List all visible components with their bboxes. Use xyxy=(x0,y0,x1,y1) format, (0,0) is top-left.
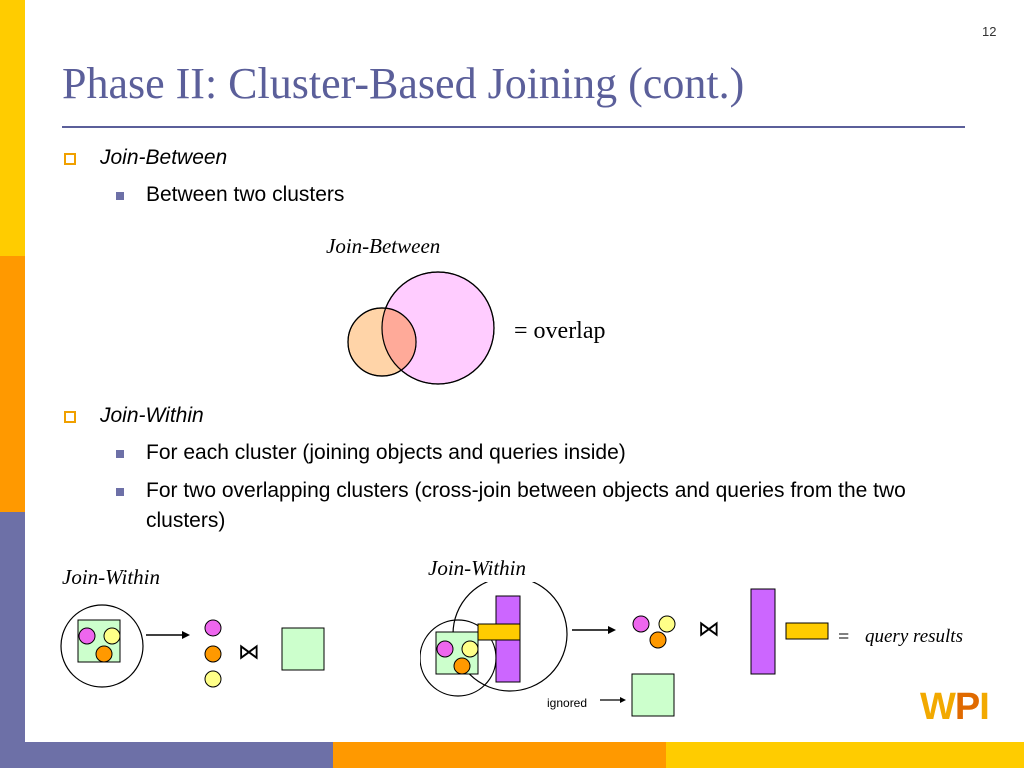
object-pink xyxy=(436,640,454,658)
logo-letter-w: W xyxy=(920,686,956,728)
object-orange xyxy=(453,657,471,675)
logo-letter-p: P xyxy=(954,686,980,728)
bottom-bar-yellow xyxy=(666,742,1024,768)
sub-bullet-marker xyxy=(116,192,124,200)
join-symbol-icon: ⋈ xyxy=(698,617,720,642)
arrow-head xyxy=(182,631,190,639)
vertical-query-bar xyxy=(750,588,776,675)
sub-bullet-two-overlapping: For two overlapping clusters (cross-join… xyxy=(146,479,906,532)
ignored-query-square xyxy=(631,673,675,717)
bullet-join-within: Join-Within xyxy=(100,404,204,427)
join-within-right-diagram xyxy=(420,582,829,717)
object-pink xyxy=(632,615,650,633)
object-orange xyxy=(95,645,113,663)
bullet-join-between: Join-Between xyxy=(100,146,228,169)
sub-bullet-marker xyxy=(116,488,124,496)
sub-bullet-each-cluster: For each cluster (joining objects and qu… xyxy=(146,441,626,464)
query-results-label: query results xyxy=(865,626,963,647)
left-bar-purple xyxy=(0,512,25,768)
sub-bullet-between-two: Between two clusters xyxy=(146,183,345,206)
object-orange xyxy=(204,645,222,663)
arrow-head xyxy=(608,626,616,634)
overlap-region xyxy=(382,308,416,376)
ignored-arrow-head xyxy=(620,697,626,703)
join-between-caption: Join-Between xyxy=(326,234,441,258)
logo-letter-i: I xyxy=(979,686,990,728)
object-pink xyxy=(78,627,96,645)
join-within-left-caption: Join-Within xyxy=(62,565,160,589)
horizontal-query-bar xyxy=(477,623,521,641)
wpi-logo: WPI xyxy=(920,686,990,729)
page-title: Phase II: Cluster-Based Joining (cont.) xyxy=(62,59,745,108)
left-bar-yellow xyxy=(0,0,25,256)
object-yellow xyxy=(461,640,479,658)
overlap-diagram xyxy=(347,271,495,385)
sub-bullet-marker xyxy=(116,450,124,458)
join-within-right-caption: Join-Within xyxy=(428,556,526,580)
overlap-label: = overlap xyxy=(514,318,606,344)
title-divider xyxy=(62,126,965,128)
object-yellow xyxy=(658,615,676,633)
object-pink xyxy=(204,619,222,637)
join-symbol-icon: ⋈ xyxy=(238,640,260,665)
bottom-bar-purple xyxy=(0,742,333,768)
object-orange xyxy=(649,631,667,649)
bottom-bar-orange xyxy=(333,742,666,768)
left-bar-orange xyxy=(0,256,25,512)
equals-sign: = xyxy=(838,626,850,648)
slide-number: 12 xyxy=(982,24,997,39)
ignored-label: ignored xyxy=(547,696,588,710)
horizontal-query-bar xyxy=(785,622,829,640)
join-within-left-diagram xyxy=(60,604,325,688)
object-yellow xyxy=(204,670,222,688)
query-square xyxy=(281,627,325,671)
bullet-marker xyxy=(64,153,76,165)
object-yellow xyxy=(103,627,121,645)
bullet-marker xyxy=(64,411,76,423)
